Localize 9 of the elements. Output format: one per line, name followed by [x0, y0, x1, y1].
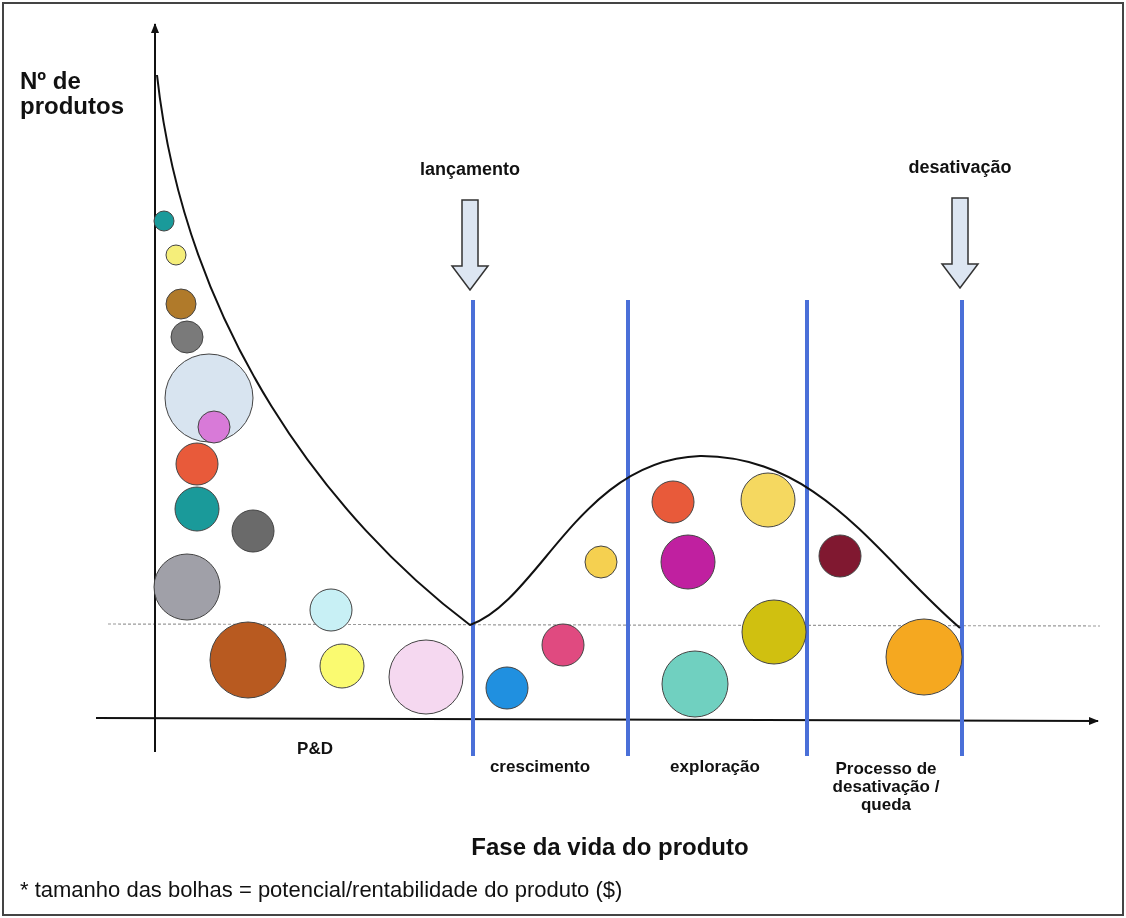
axis-title: Fase da vida do produto	[470, 834, 750, 860]
phase-label: Processo de desativação / queda	[831, 760, 941, 814]
footnote: * tamanho das bolhas = potencial/rentabilidade do produto ($)	[20, 878, 624, 902]
milestone-label: desativação	[907, 158, 1013, 177]
phase-label: P&D	[296, 740, 334, 758]
axis-title: Nº de produtos	[20, 68, 125, 119]
phase-label: crescimento	[488, 758, 592, 776]
phase-label: exploração	[669, 758, 761, 776]
milestone-label: lançamento	[419, 160, 521, 179]
